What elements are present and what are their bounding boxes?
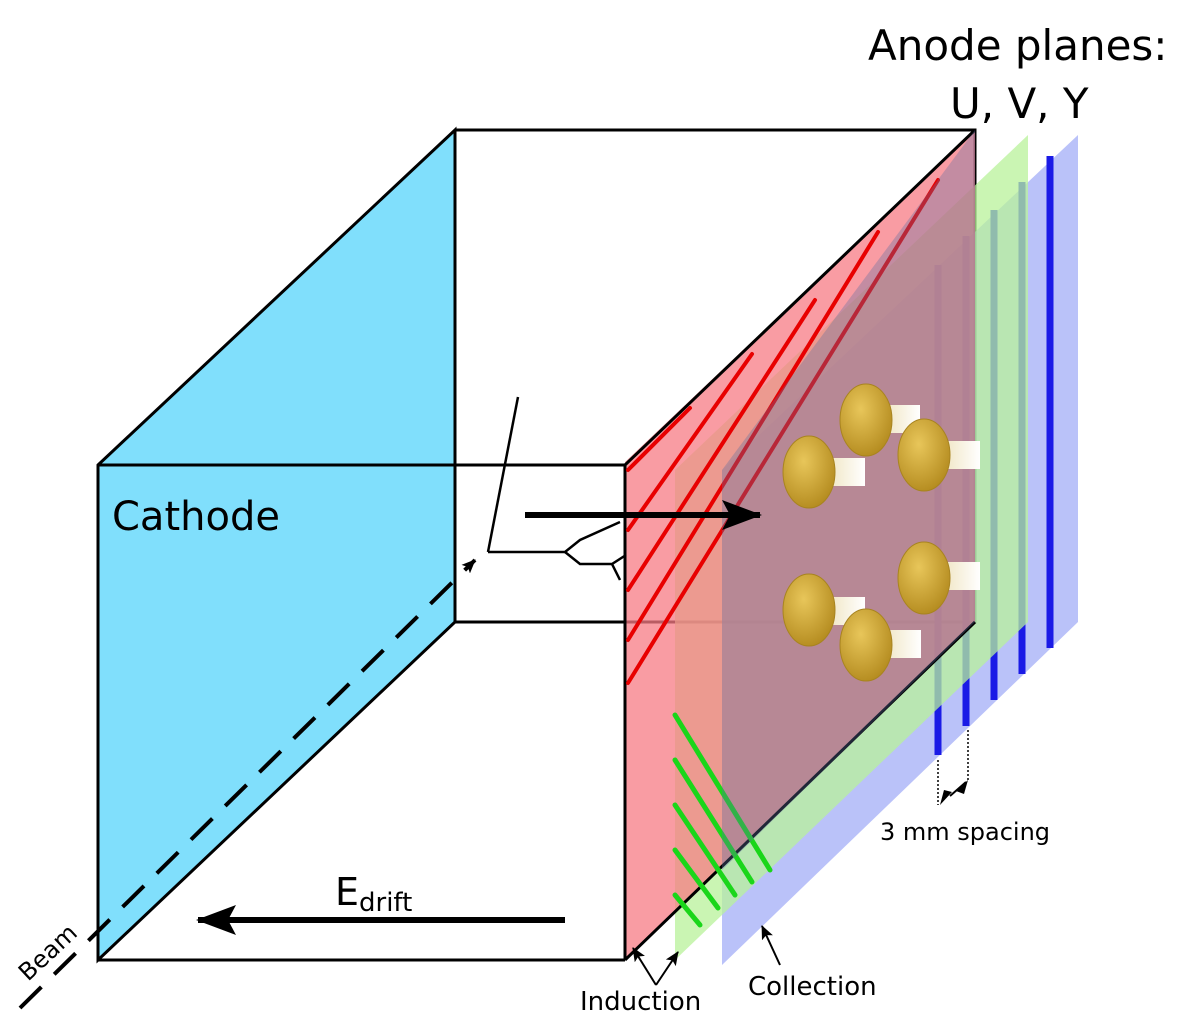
pmt-6 (839, 608, 921, 682)
pmt-4 (897, 541, 980, 615)
pmt-2 (897, 418, 980, 492)
title-line-2: U, V, Y (950, 79, 1089, 128)
spacing-indicator (937, 730, 969, 805)
u-wires (626, 178, 940, 685)
collection-pointer (761, 925, 781, 966)
pmt-3 (782, 435, 865, 509)
cathode-label: Cathode (112, 494, 280, 540)
cathode-plane (96, 126, 457, 964)
induction-label: Induction (580, 987, 701, 1017)
e-drift-subscript: drift (359, 888, 412, 918)
e-drift-main: E (335, 870, 359, 914)
v-wires (672, 712, 773, 928)
induction-pointers (632, 947, 679, 986)
anode-plane-u (625, 130, 975, 960)
spacing-label: 3 mm spacing (880, 818, 1050, 846)
pmt-1 (839, 383, 920, 457)
box-front-frame (96, 463, 625, 962)
title-line-1: Anode planes: (868, 21, 1167, 70)
particle-tracks (486, 396, 627, 581)
beam-label: Beam (13, 919, 83, 987)
plane-overlap (722, 130, 975, 870)
beam-line (18, 558, 477, 1010)
collection-label: Collection (748, 972, 877, 1002)
pmt-array (782, 383, 980, 682)
e-drift-label: Edrift (335, 870, 412, 918)
pmt-5 (782, 573, 865, 647)
